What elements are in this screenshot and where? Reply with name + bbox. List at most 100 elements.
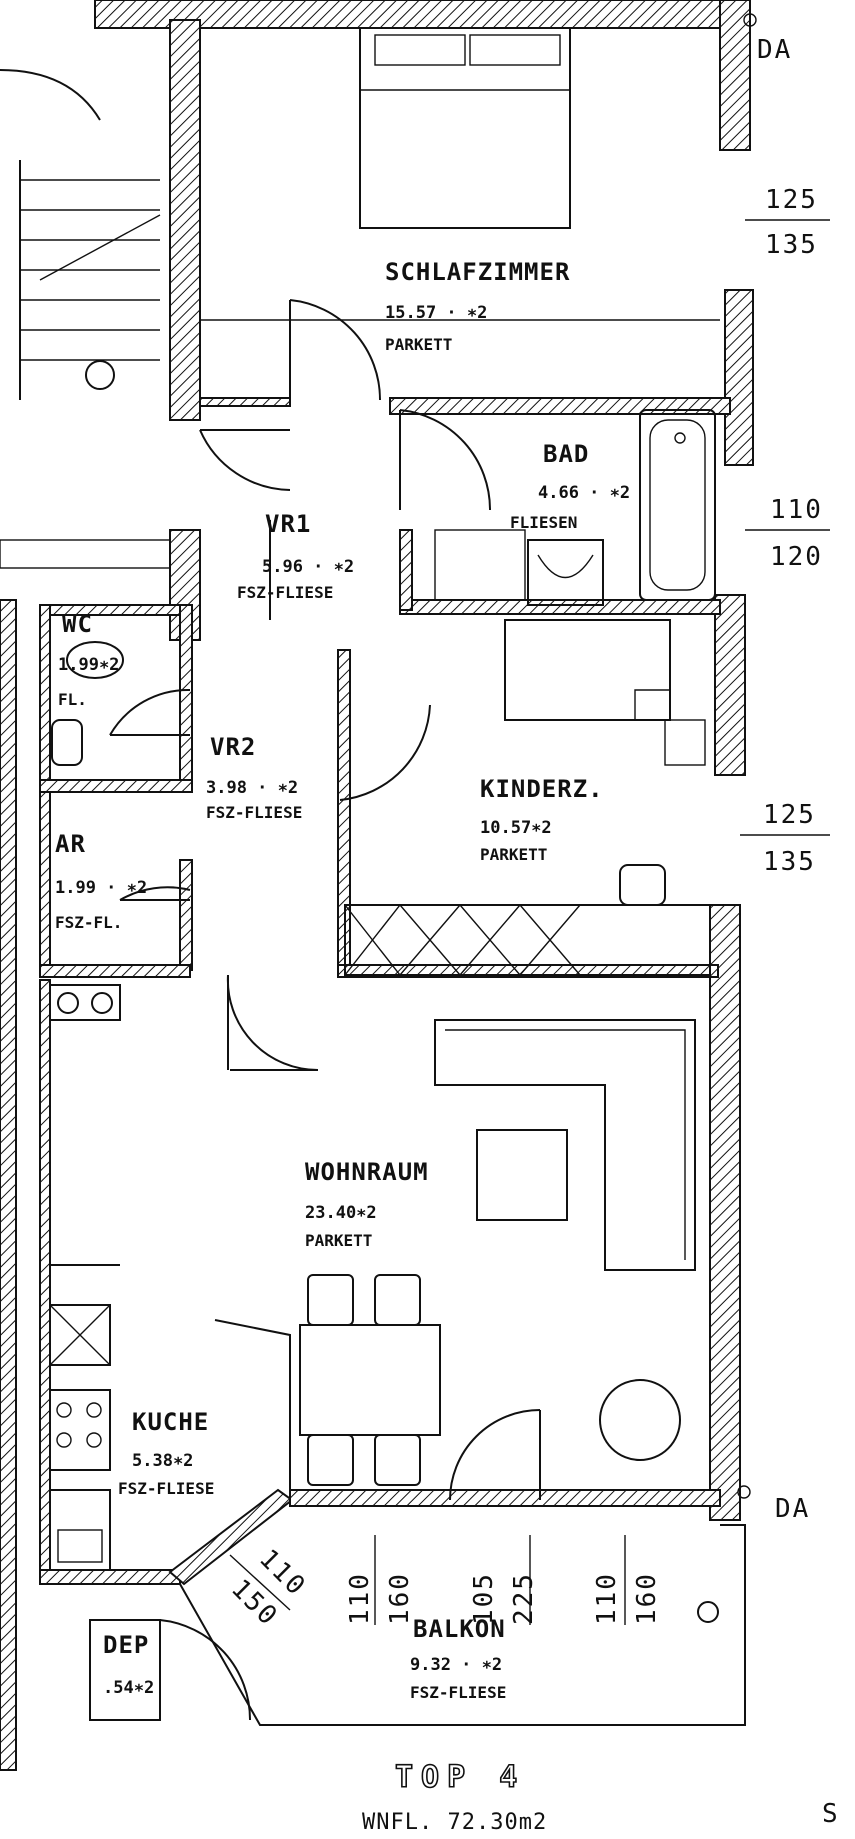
kids-chair [619,864,666,906]
bath-kids-wall [399,599,721,615]
window-balkon-1-width: 110 [345,1572,375,1625]
right-wall-3 [714,594,746,776]
corridor-left-wall [169,529,201,641]
balcony-front-wall [289,1489,721,1507]
room-floor-ar: FSZ-FL. [55,913,122,932]
roof-mark-top: DA [757,35,792,65]
room-floor-vr1: FSZ-FLIESE [237,583,333,602]
stair-arc [0,69,101,121]
room-area-vr2: 3.98 · ∗2 [206,778,298,798]
wc-right-wall [179,604,193,781]
balcony-outline [179,1524,746,1726]
room-name-ar: AR [55,830,86,858]
corner-sofa [434,1019,696,1271]
room-floor-balkon: FSZ-FLIESE [410,1683,506,1702]
bathtub [639,409,716,601]
room-area-vr1: 5.96 · ∗2 [262,557,354,577]
kitchen-left-wall [39,979,51,1581]
window-kinder-height: 135 [763,847,816,877]
kitchen-divider [214,1319,291,1500]
room-area-dep: .54∗2 [103,1678,154,1698]
bedroom-left-wall [169,19,201,421]
toilet [66,641,124,679]
room-floor-vr2: FSZ-FLIESE [206,803,302,822]
room-floor-kuche: FSZ-FLIESE [118,1479,214,1498]
vr1-doors [199,429,291,620]
window-bad-width: 110 [770,495,823,525]
room-area-wohnraum: 23.40∗2 [305,1203,377,1223]
stair-landing-rail [0,539,171,569]
window-balkon-1-height: 160 [385,1572,415,1625]
room-name-wc: WC [62,610,93,638]
stair-post [85,360,115,390]
kitchen-fixtures [49,984,121,1571]
plan-title: TOP 4 [395,1760,525,1795]
living-furniture [214,1019,696,1501]
roof-mark-bottom: DA [775,1494,810,1524]
plant [599,1379,681,1461]
vr2-doors [119,886,319,1072]
balcony-area [89,13,757,1726]
kids-bed [504,619,671,721]
kitchen-cabinet [49,1304,111,1366]
room-name-wohnraum: WOHNRAUM [305,1158,429,1186]
bath-cabinet [434,529,526,601]
room-floor-wohnraum: PARKETT [305,1231,372,1250]
room-floor-wc: FL. [58,690,87,709]
ar-bottom-wall [39,964,191,978]
sink [49,1489,111,1571]
window-balkon-2-width: 110 [592,1572,622,1625]
room-name-vr1: VR1 [265,510,311,538]
room-name-schlafzimmer: SCHLAFZIMMER [385,258,570,286]
room-name-kinderz: KINDERZ. [480,775,604,803]
room-name-vr2: VR2 [210,733,256,761]
coffee-table [476,1129,568,1221]
room-area-schlafzimmer: 15.57 · ∗2 [385,303,487,323]
right-wall-2 [724,289,754,466]
window-kinder-width: 125 [763,800,816,830]
room-area-bad: 4.66 · ∗2 [538,483,630,503]
door-balkon-height: 225 [509,1572,539,1625]
bath-left-wall [399,529,413,611]
room-floor-bad: FLIESEN [510,513,577,532]
room-floor-schlafzimmer: PARKETT [385,335,452,354]
cooktop [49,1389,111,1471]
dimension-lines [229,219,830,1625]
door-balkon-width: 105 [469,1572,499,1625]
wc-basin [51,719,83,766]
dining-table [299,1324,441,1436]
room-name-dep: DEP [103,1631,149,1659]
kids-desk-shelf [344,904,711,976]
bedroom-door [289,299,382,401]
bath-fixtures [399,409,716,606]
washbasin [527,539,604,606]
kids-furniture [339,619,711,977]
dep-box [89,1619,161,1721]
room-area-kuche: 5.38∗2 [132,1451,193,1471]
right-wall-4 [709,904,741,1521]
window-schlaf-width: 125 [765,185,818,215]
room-name-balkon: BALKON [413,1615,506,1643]
plan-total-area: WNFL. 72.30m2 [362,1810,547,1835]
window-bad-height: 120 [770,542,823,572]
stove-top-hood [49,984,121,1021]
bedroom-bottom-wall-left [199,397,291,407]
room-area-ar: 1.99 · ∗2 [55,878,147,898]
pillow-left [374,34,466,66]
left-exterior-wall [0,599,17,1771]
room-area-balkon: 9.32 · ∗2 [410,1655,502,1675]
kids-bed-pillow [634,689,671,721]
top-wall [94,0,751,29]
room-area-wc: 1.99∗2 [58,655,119,675]
wc-fixtures [51,641,191,766]
room-area-kinderz: 10.57∗2 [480,818,552,838]
corner-mark: S [822,1799,840,1829]
window-schlaf-height: 135 [765,230,818,260]
kitchen-bottom-wall [39,1569,181,1585]
bedroom-bottom-wall [389,397,731,415]
pillow-right [469,34,561,66]
staircase [0,69,171,569]
ar-right-wall [179,859,193,971]
walls [0,0,754,1771]
